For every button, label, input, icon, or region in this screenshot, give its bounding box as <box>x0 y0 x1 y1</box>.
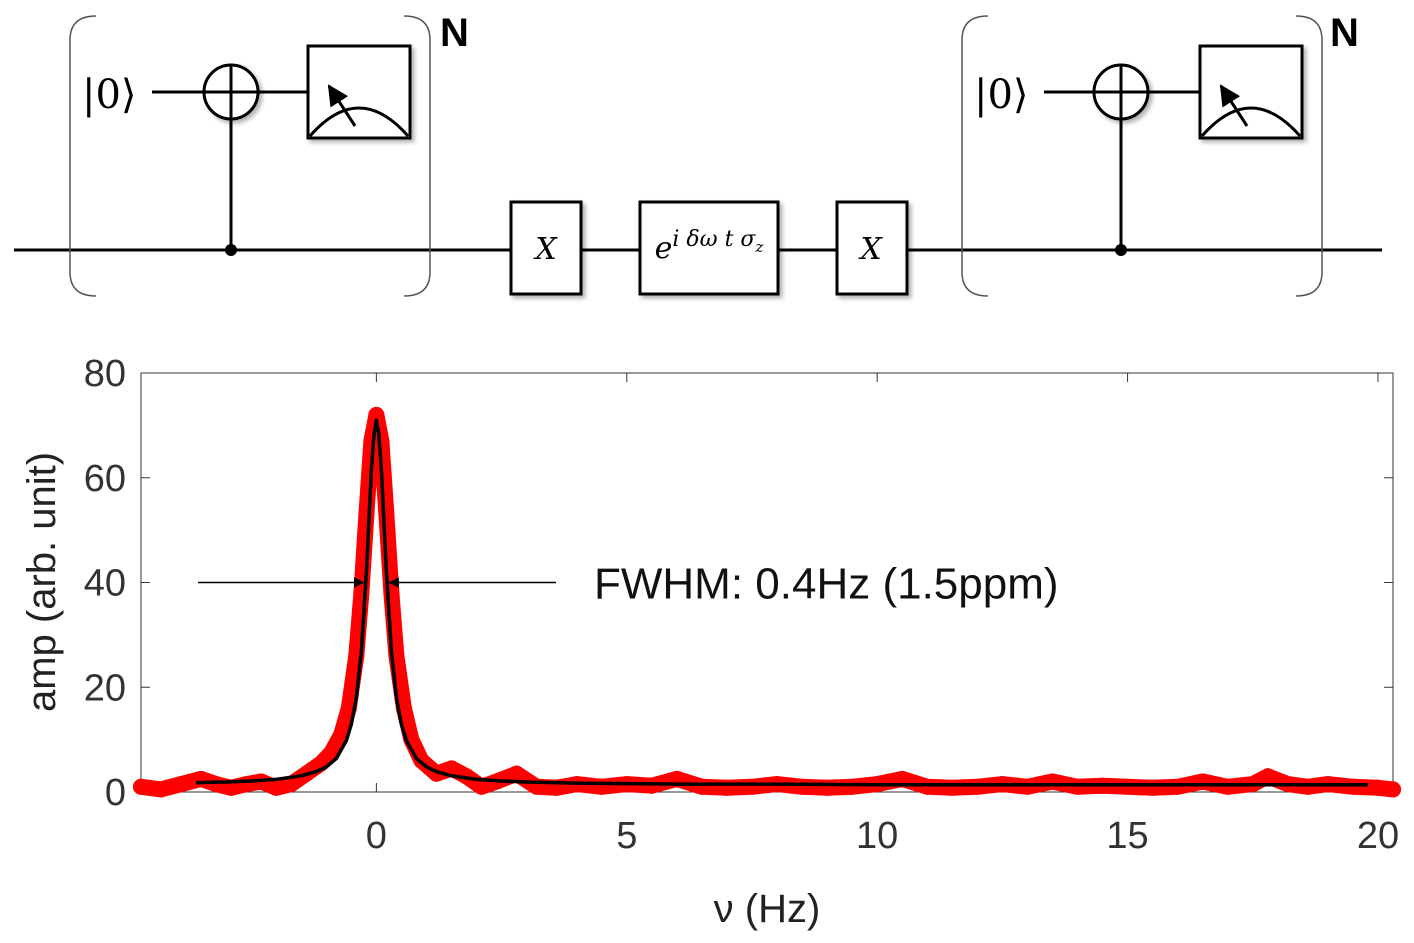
left-block-right-bracket <box>403 15 431 297</box>
data-point <box>718 779 735 796</box>
data-point <box>1369 779 1386 796</box>
x-gate-1-label: X <box>533 232 558 267</box>
right-repeat-block: N |0⟩ <box>961 11 1359 297</box>
data-point <box>1259 768 1276 785</box>
left-cnot-control-dot <box>225 244 237 256</box>
data-point <box>1385 781 1401 798</box>
data-point <box>1144 779 1161 796</box>
data-point <box>919 778 936 795</box>
data-point <box>944 779 961 796</box>
x-tick-label: 10 <box>856 815 898 857</box>
y-tick-label: 0 <box>105 772 126 814</box>
left-ancilla-ket: |0⟩ <box>82 72 137 118</box>
right-ancilla-ket: |0⟩ <box>974 72 1029 118</box>
data-point <box>743 778 760 795</box>
phase-gate-base: e <box>655 231 673 266</box>
data-point <box>1069 778 1086 795</box>
left-repeat-label: N <box>440 11 469 55</box>
data-point <box>1344 778 1361 795</box>
data-point <box>643 777 660 794</box>
annotation-layer: FWHM: 0.4Hz (1.5ppm) <box>198 560 1059 609</box>
data-point <box>1119 778 1136 795</box>
data-points-series <box>133 406 1401 798</box>
data-point <box>153 781 170 798</box>
right-cnot-target <box>1092 63 1150 121</box>
data-point <box>1019 778 1036 795</box>
data-point <box>133 778 149 795</box>
data-point <box>473 778 490 795</box>
data-point <box>794 778 811 795</box>
data-point <box>593 778 610 795</box>
right-block-right-bracket <box>1295 15 1323 297</box>
data-point <box>894 770 911 787</box>
fit-line-series <box>196 418 1368 787</box>
series-layer <box>133 406 1401 798</box>
fwhm-annotation: FWHM: 0.4Hz (1.5ppm) <box>594 560 1059 609</box>
data-point <box>283 776 300 793</box>
phase-gate-label: ei δω t σz <box>655 227 764 266</box>
y-tick-label: 40 <box>84 563 126 605</box>
data-point <box>358 506 375 523</box>
y-axis-label: amp (arb. unit) <box>20 452 64 712</box>
x-gate-1 <box>509 200 583 296</box>
data-point <box>238 776 255 793</box>
phase-gate-exponent-sub: z <box>754 238 763 256</box>
phase-gate-exponent: i δω t σ <box>672 227 756 252</box>
data-point <box>443 760 460 777</box>
x-tick-label: 15 <box>1106 815 1148 857</box>
phase-gate <box>638 200 780 296</box>
data-point <box>223 779 240 796</box>
data-point <box>268 779 285 796</box>
right-repeat-label: N <box>1330 11 1359 55</box>
x-gate-2-label: X <box>858 232 883 267</box>
data-point <box>844 778 861 795</box>
left-repeat-block: N |0⟩ <box>69 11 469 297</box>
data-point <box>208 776 225 793</box>
y-tick-label: 60 <box>84 458 126 500</box>
data-point <box>173 776 190 793</box>
y-axis-ticks: 0 20 40 60 80 <box>84 353 1393 814</box>
data-point <box>1044 773 1061 790</box>
y-tick-label: 20 <box>84 667 126 709</box>
data-point <box>378 506 395 523</box>
x-gate-2 <box>835 200 909 296</box>
x-tick-label: 20 <box>1357 815 1399 857</box>
data-point <box>368 406 385 423</box>
left-meter-icon <box>306 44 412 140</box>
x-axis-ticks: 0 5 10 15 20 <box>366 373 1399 857</box>
data-point <box>1194 773 1211 790</box>
x-tick-label: 5 <box>616 815 637 857</box>
x-tick-label: 0 <box>366 815 387 857</box>
data-point <box>1219 778 1236 795</box>
fit-line <box>196 418 1368 787</box>
data-point <box>1169 778 1186 795</box>
data-point <box>1299 778 1316 795</box>
right-cnot-control-dot <box>1115 244 1127 256</box>
left-block-left-bracket <box>69 15 97 297</box>
data-point <box>193 770 210 787</box>
right-block-left-bracket <box>961 15 989 297</box>
data-point <box>693 778 710 795</box>
data-point <box>969 778 986 795</box>
quantum-circuit: N |0⟩ X ei δω t σz <box>14 11 1382 297</box>
right-meter-icon <box>1198 44 1304 140</box>
left-cnot-target <box>202 63 260 121</box>
data-point <box>819 779 836 796</box>
y-tick-label: 80 <box>84 353 126 395</box>
x-axis-label: ν (Hz) <box>714 887 821 931</box>
data-point <box>508 765 525 782</box>
